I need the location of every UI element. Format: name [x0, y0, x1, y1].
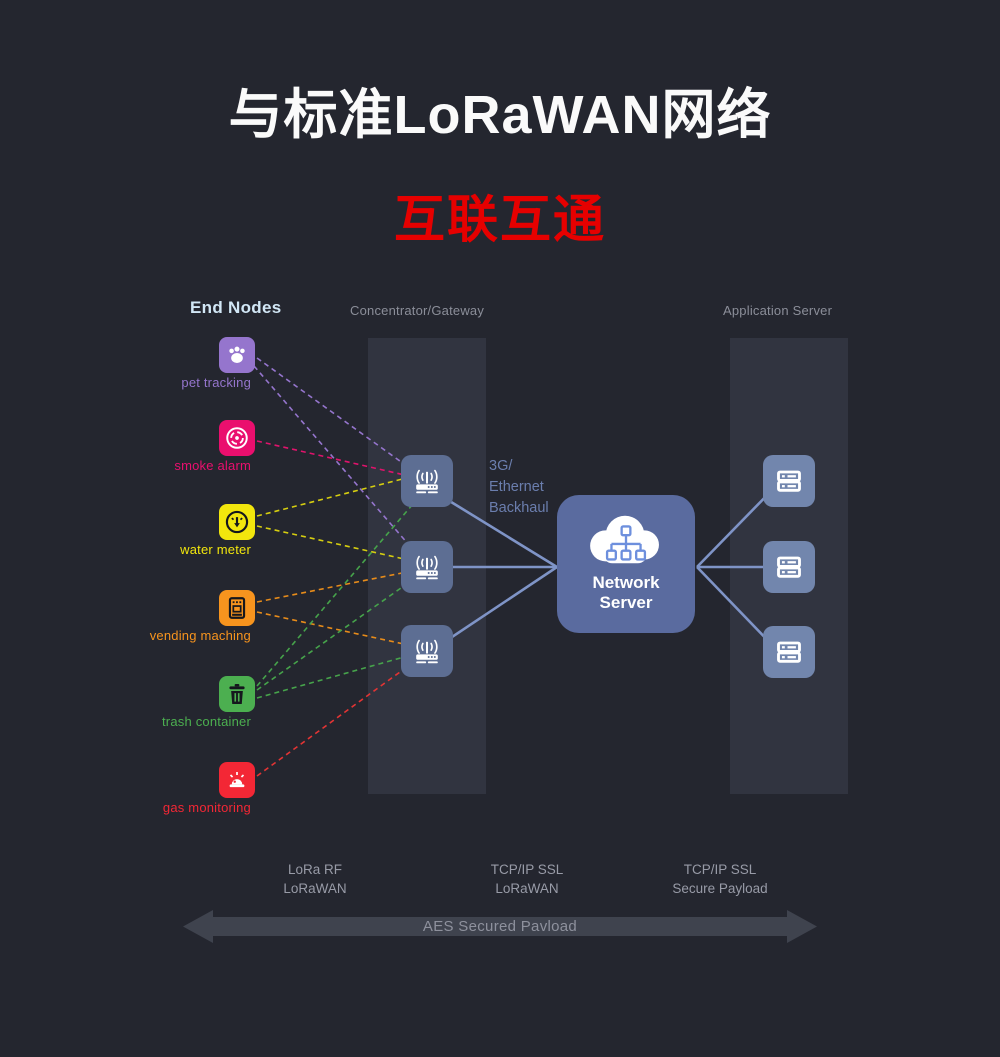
connection-line [256, 357, 423, 478]
siren-icon [219, 762, 255, 798]
end-node-label: pet tracking [181, 375, 251, 390]
paw-icon [219, 337, 255, 373]
server-icon [763, 455, 815, 507]
connection-line [256, 473, 423, 517]
network-server-box: Network Server [557, 495, 695, 633]
page-title: 与标准LoRaWAN网络 [228, 85, 772, 145]
protocol-line: LoRaWAN [283, 880, 347, 896]
server-icon [763, 626, 815, 678]
end-nodes-heading: End Nodes [190, 298, 282, 317]
router-icon [401, 455, 453, 507]
server-icon [763, 541, 815, 593]
smoke-detector-icon [219, 420, 255, 456]
trash-icon [219, 676, 255, 712]
connection-line [256, 568, 423, 603]
water-gauge-icon [219, 504, 255, 540]
protocol-line: LoRa RF [287, 862, 343, 877]
backhaul-label: 3G/ Ethernet Backhaul [489, 456, 549, 519]
end-node-label: trash container [162, 714, 251, 729]
aes-arrow [183, 910, 817, 943]
connection-line [256, 651, 423, 699]
app-server-heading: Application Server [723, 303, 833, 318]
end-node-label: vending maching [149, 628, 251, 643]
connection-line [253, 365, 423, 561]
protocol-label-tcpip-lorawan: TCP/IP SSL LoRaWAN [457, 861, 597, 898]
protocol-label-lora: LoRa RF LoRaWAN [245, 861, 385, 898]
backhaul-line: 3G/ [489, 458, 513, 474]
connection-line [256, 655, 423, 777]
protocol-label-tcpip-secure: TCP/IP SSL Secure Payload [630, 861, 810, 898]
protocol-line: Secure Payload [672, 880, 768, 896]
connection-line [256, 440, 423, 480]
protocol-line: LoRaWAN [495, 880, 559, 896]
connection-line [442, 565, 558, 645]
protocol-line: TCP/IP SSL [683, 862, 757, 877]
router-icon [401, 625, 453, 677]
backhaul-line: Ethernet [489, 479, 544, 495]
backhaul-line: Backhaul [489, 500, 549, 516]
protocol-line: TCP/IP SSL [490, 862, 564, 877]
gateway-heading: Concentrator/Gateway [350, 303, 485, 318]
connection-line [256, 570, 426, 691]
router-icon [401, 541, 453, 593]
connection-line [256, 611, 423, 649]
end-node-label: water meter [180, 542, 251, 557]
cloud-network-icon [590, 515, 659, 564]
vending-machine-icon [219, 590, 255, 626]
network-server-label: Server [599, 593, 653, 612]
connection-line [256, 525, 423, 564]
connection-line [442, 495, 558, 569]
page-subtitle: 互联互通 [393, 191, 606, 248]
end-node-label: smoke alarm [174, 458, 251, 473]
connection-line [256, 489, 426, 687]
end-node-label: gas monitoring [162, 800, 251, 815]
aes-arrow-label: AES Secured Pavload [422, 918, 578, 935]
network-server-label: Network [592, 573, 660, 592]
